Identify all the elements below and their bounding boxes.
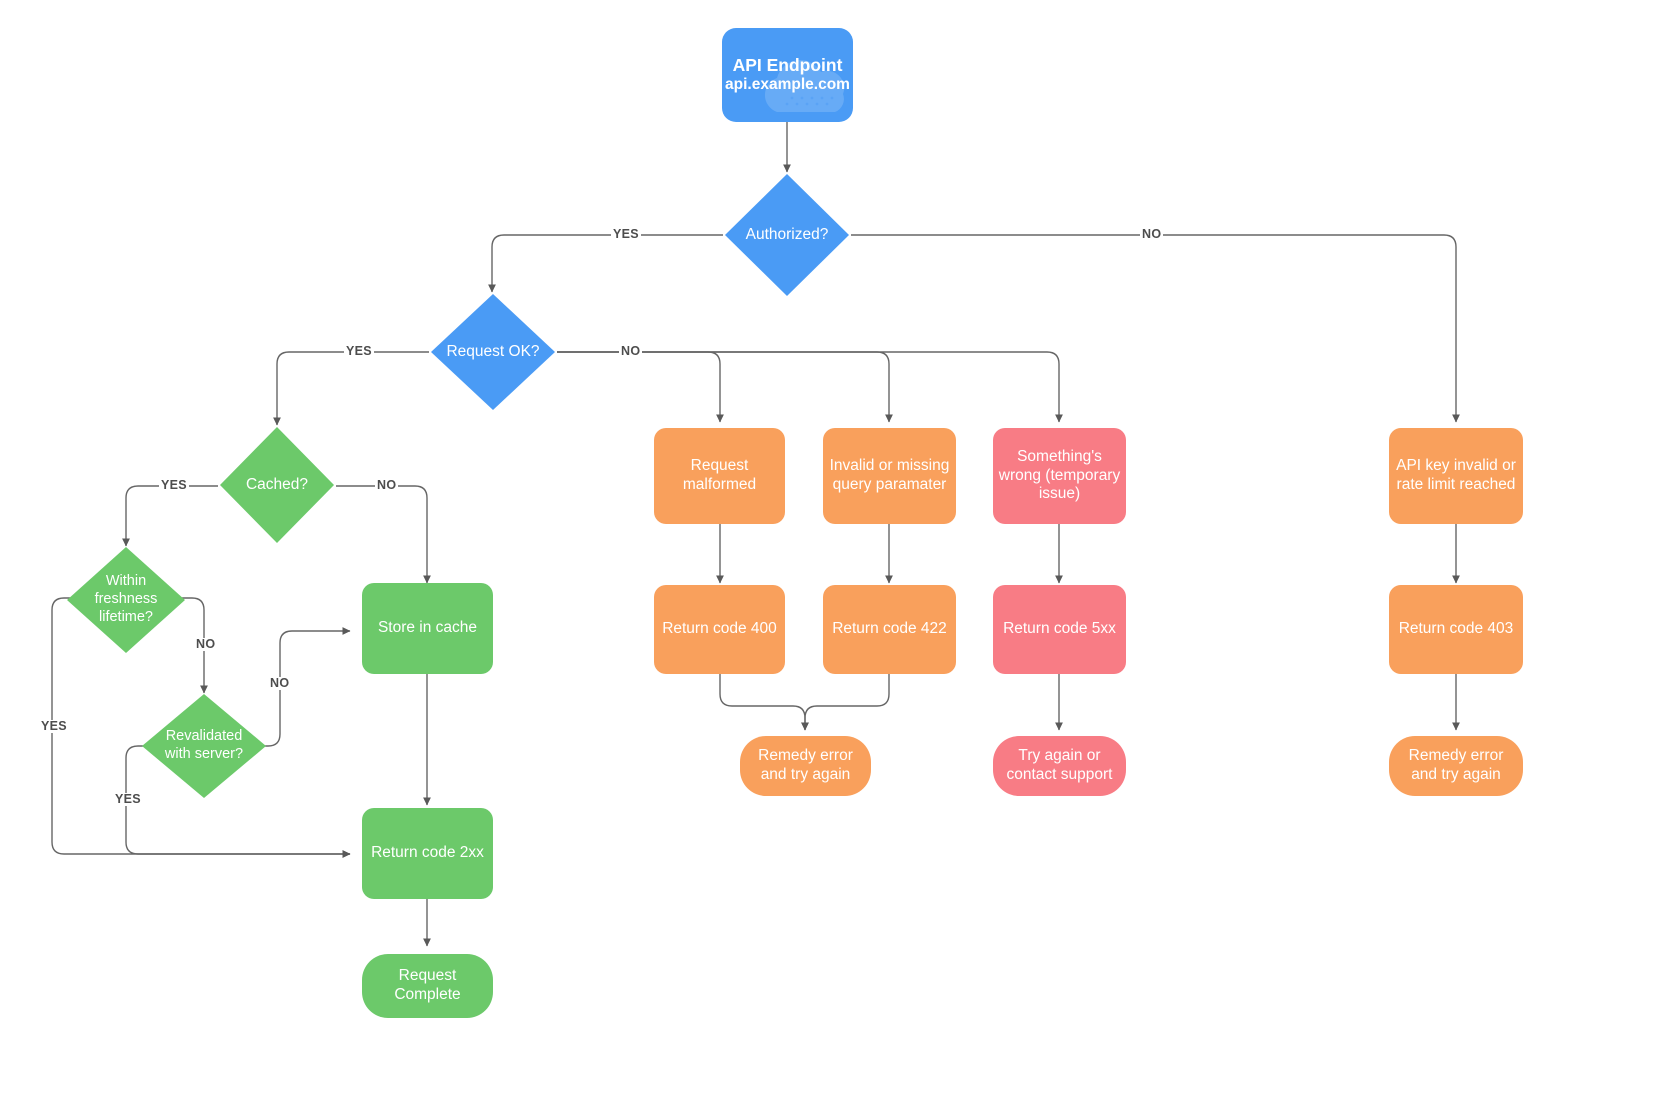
edge-cached-no <box>336 485 431 584</box>
edge-422-to-remedy <box>801 674 890 731</box>
node-return-422[interactable]: Return code 422 <box>823 585 956 674</box>
node-request-ok-label: Request OK? <box>446 342 540 360</box>
edge-label-cached-yes: YES <box>159 478 189 492</box>
edge-400-to-remedy <box>719 674 809 731</box>
cloud-icon <box>764 60 845 112</box>
node-cached-label: Cached? <box>245 475 309 493</box>
node-invalid-query-parameter[interactable]: Invalid or missing query paramater <box>823 428 956 524</box>
diamond-shape <box>725 174 849 296</box>
edge-label-freshness-yes: YES <box>39 719 69 733</box>
node-within-freshness[interactable]: Within freshness lifetime? <box>66 546 186 654</box>
edge-requestok-yes <box>273 351 429 426</box>
diamond-shape <box>431 294 555 410</box>
node-within-freshness-label: Within freshness lifetime? <box>94 573 158 625</box>
node-something-wrong[interactable]: Something's wrong (temporary issue) <box>993 428 1126 524</box>
edge-label-authorized-no: NO <box>1140 227 1164 241</box>
node-remedy-error-right[interactable]: Remedy error and try again <box>1389 736 1523 796</box>
edge-authorized-yes <box>488 234 723 293</box>
edge-label-freshness-no: NO <box>194 637 218 651</box>
edge-label-requestok-yes: YES <box>344 344 374 358</box>
edge-requestok-no-invalid <box>557 351 893 423</box>
edge-requestok-no-malformed <box>557 351 724 423</box>
node-return-5xx[interactable]: Return code 5xx <box>993 585 1126 674</box>
node-return-400[interactable]: Return code 400 <box>654 585 785 674</box>
node-request-ok[interactable]: Request OK? <box>429 292 557 412</box>
node-return-403[interactable]: Return code 403 <box>1389 585 1523 674</box>
diamond-shape <box>142 694 266 798</box>
node-authorized-label: Authorized? <box>745 225 829 243</box>
node-try-again-support[interactable]: Try again or contact support <box>993 736 1126 796</box>
node-revalidated-label: Revalidated with server? <box>164 728 244 762</box>
edge-label-cached-no: NO <box>375 478 399 492</box>
edge-label-authorized-yes: YES <box>611 227 641 241</box>
node-revalidated[interactable]: Revalidated with server? <box>141 693 267 799</box>
node-store-in-cache[interactable]: Store in cache <box>362 583 493 674</box>
node-api-key-invalid[interactable]: API key invalid or rate limit reached <box>1389 428 1523 524</box>
node-remedy-error-left[interactable]: Remedy error and try again <box>740 736 871 796</box>
start-node-subtitle: api.example.com <box>725 76 850 94</box>
node-api-endpoint[interactable]: API Endpoint api.example.com <box>722 28 853 122</box>
edge-label-requestok-no: NO <box>619 344 643 358</box>
node-request-complete[interactable]: Request Complete <box>362 954 493 1018</box>
edge-requestok-no-wrong <box>557 351 1063 423</box>
edge-label-revalidated-yes: YES <box>113 792 143 806</box>
edge-cached-yes <box>122 485 218 547</box>
node-authorized[interactable]: Authorized? <box>723 172 851 298</box>
node-cached[interactable]: Cached? <box>218 425 336 545</box>
diamond-shape <box>220 427 334 543</box>
node-return-2xx[interactable]: Return code 2xx <box>362 808 493 899</box>
start-node-title: API Endpoint <box>732 54 843 75</box>
node-request-malformed[interactable]: Request malformed <box>654 428 785 524</box>
edge-label-revalidated-no: NO <box>268 676 292 690</box>
diamond-shape <box>67 547 185 653</box>
edge-authorized-no <box>851 234 1460 423</box>
